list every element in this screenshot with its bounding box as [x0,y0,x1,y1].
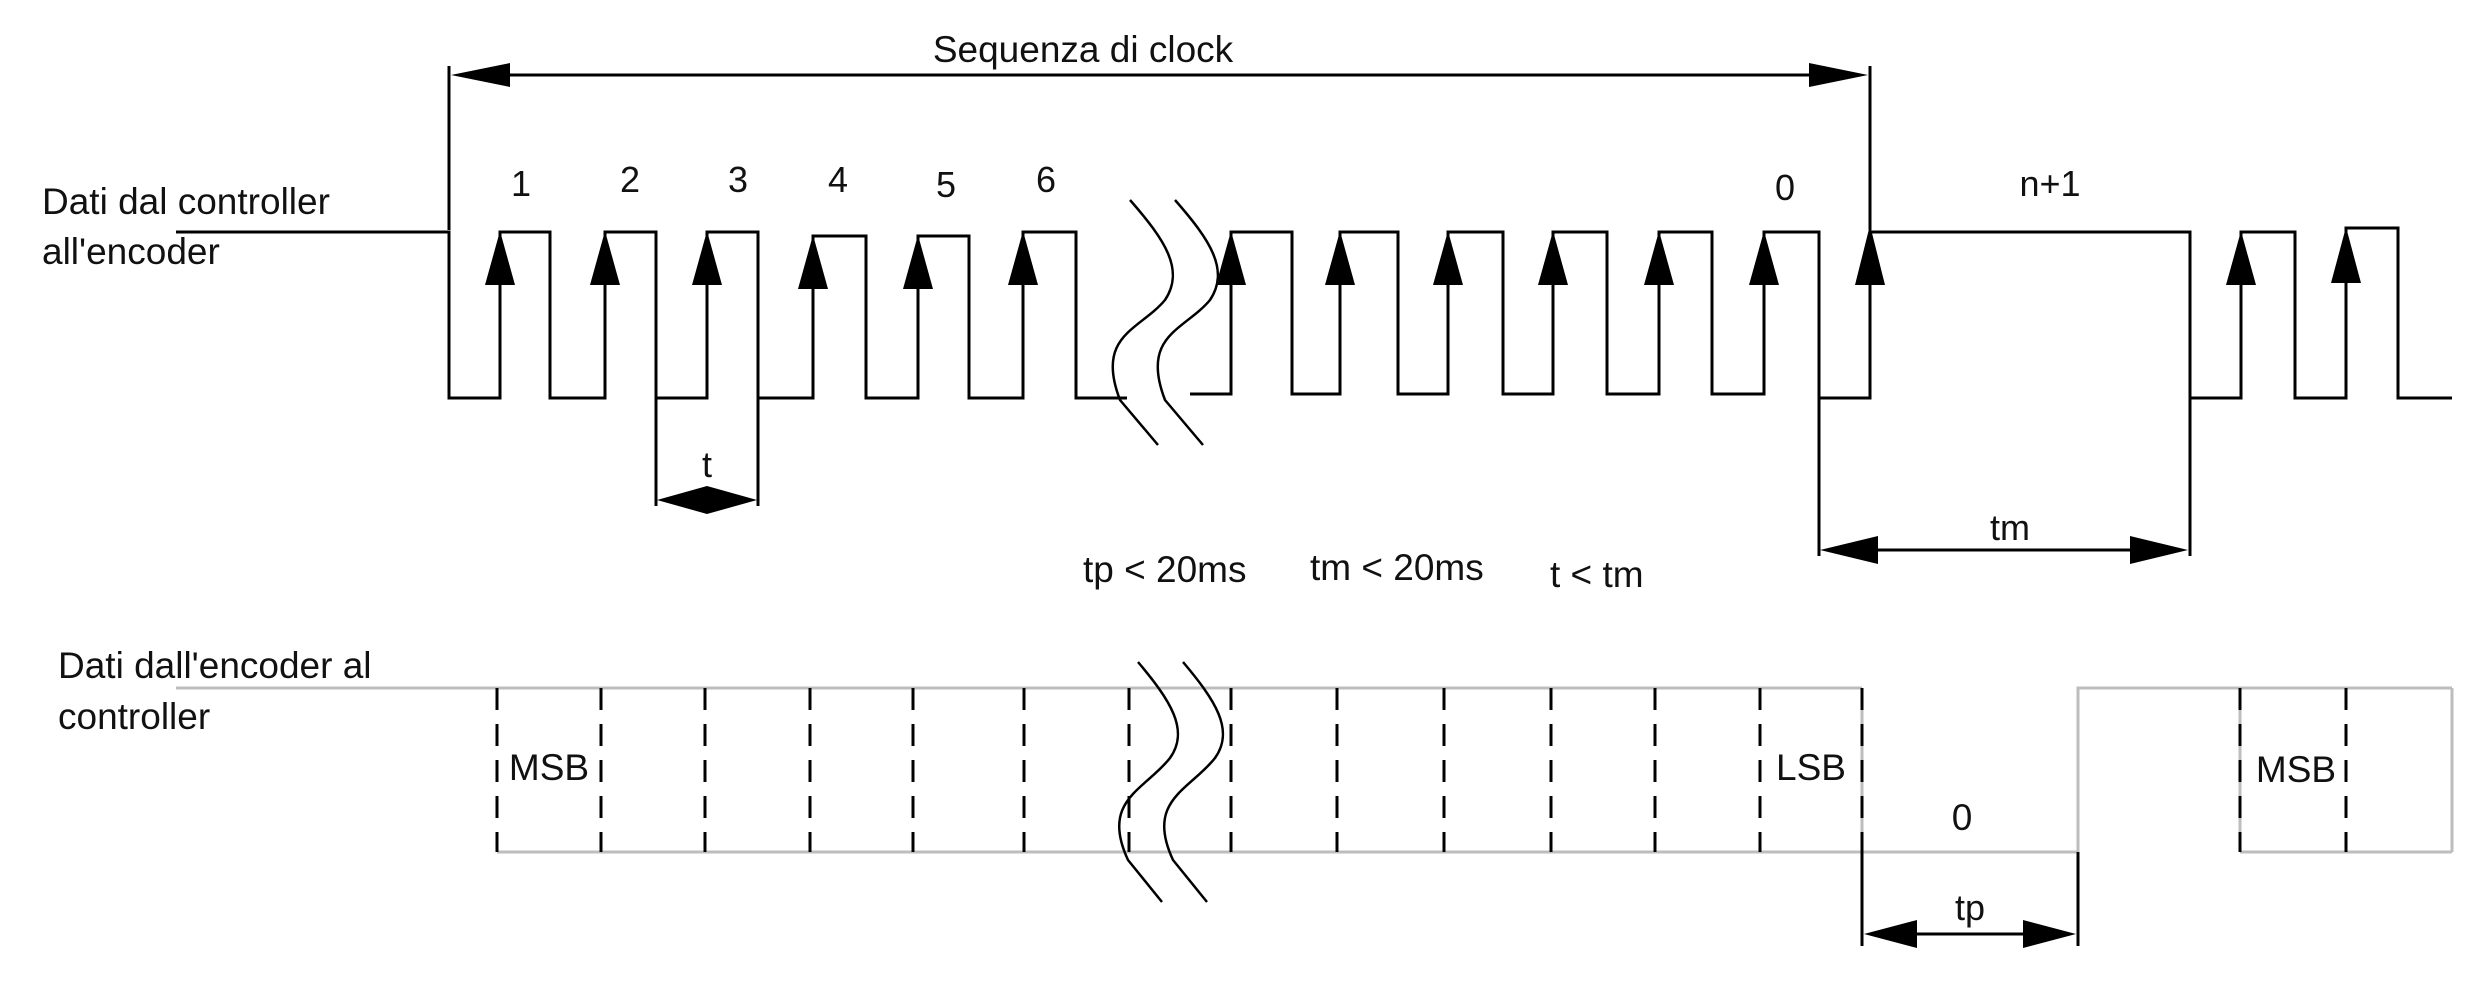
rising-edge-arrows [485,225,2361,395]
clock-number: 1 [511,163,531,204]
rising-edge-arrow [485,231,515,285]
pause-tp-dimension: tp [1860,852,2080,948]
rising-edge-arrow [798,235,828,289]
period-t-dimension: t [654,398,760,514]
constraint-tm: tm < 20ms [1310,547,1484,588]
data-signal-label-line1: Dati dall'encoder al [58,645,372,686]
clock-number: 3 [728,159,748,200]
period-t-label: t [702,444,712,485]
rising-edge-arrow [2226,231,2256,285]
lsb-label: LSB [1776,747,1846,788]
diagram-title: Sequenza di clock [933,29,1234,70]
msb-next-label: MSB [2256,749,2336,790]
clock-waveform-left [176,230,1127,400]
clock-sequence-span: Sequenza di clock [447,29,1872,230]
constraint-t: t < tm [1550,554,1644,595]
clock-numbers: 1 2 3 4 5 6 0 n+1 [511,159,2081,208]
msb-label: MSB [509,747,589,788]
rising-edge-arrow [2331,227,2361,283]
rising-edge-arrow [590,231,620,285]
rising-edge-arrow [1325,231,1355,285]
zero-bit-label: 0 [1952,797,1973,838]
clock-number: 0 [1775,167,1795,208]
clock-signal-label-line2: all'encoder [42,231,220,272]
clock-number: 5 [936,164,956,205]
clock-number: 4 [828,159,848,200]
clock-number: 2 [620,159,640,200]
data-break-mark [1117,661,1225,903]
tm-label: tm [1990,507,2030,548]
clock-waveform-middle [1190,226,2452,400]
clock-number: n+1 [2019,163,2080,204]
rising-edge-arrow [692,231,722,285]
rising-edge-arrow [1008,231,1038,285]
rising-edge-arrow [1749,231,1779,285]
constraint-tp: tp < 20ms [1083,549,1247,590]
rising-edge-arrow [1433,231,1463,285]
tp-label: tp [1955,887,1985,928]
clock-break-mark [1111,199,1220,446]
bit-separators [495,688,2348,852]
rising-edge-arrow [1216,231,1246,285]
rising-edge-arrow [1538,231,1568,285]
rising-edge-arrow [1644,231,1674,285]
clock-signal-label-line1: Dati dal controller [42,181,330,222]
rising-edge-arrow [1855,225,1885,285]
monoflop-tm-dimension: tm [1817,398,2192,564]
rising-edge-arrow [903,235,933,289]
data-signal-label-line2: controller [58,696,210,737]
clock-number: 6 [1036,159,1056,200]
